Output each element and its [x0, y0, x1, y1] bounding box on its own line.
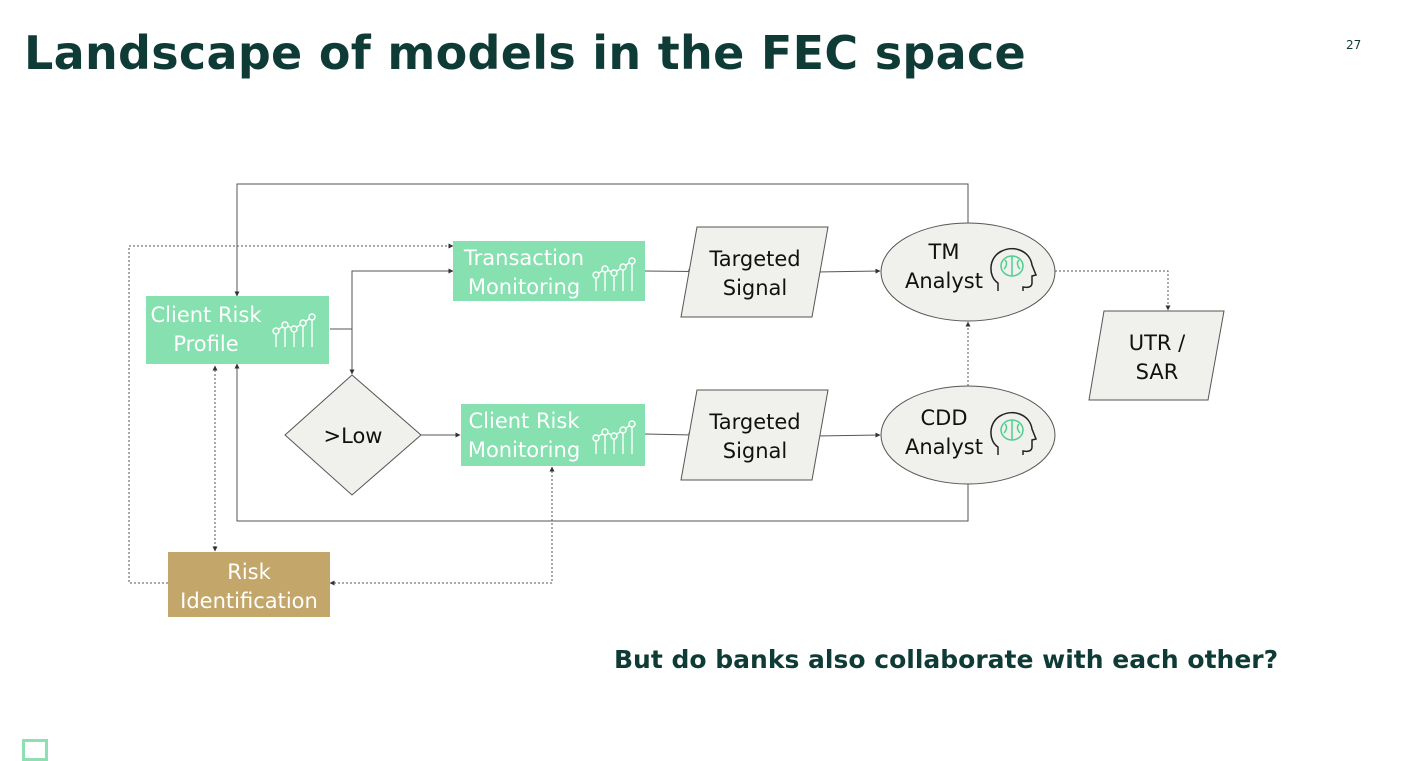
page-number: 27 — [1346, 38, 1362, 52]
feedback-loop-top — [234, 183, 969, 297]
cdd-analyst-line1: CDD — [920, 406, 967, 430]
decision-diamond: >Low — [284, 374, 422, 496]
utr-sar-line1: UTR / — [1129, 331, 1186, 355]
utr-sar-line2: SAR — [1136, 360, 1179, 384]
transaction-monitoring-box: Transaction Monitoring — [453, 241, 645, 301]
signal-to-cdd-analyst-line — [815, 432, 881, 438]
decision-label: >Low — [324, 424, 383, 448]
tm-analyst-line1: TM — [928, 240, 960, 264]
risk-identification-box: Risk Identification — [168, 552, 330, 617]
tm-analyst-to-utr-line — [1055, 270, 1171, 311]
feedback-loop-bottom — [234, 363, 969, 522]
connectors — [234, 183, 969, 522]
crm-risk-id-link — [329, 466, 555, 586]
tm-analyst-node: TM Analyst — [880, 222, 1056, 322]
corner-logo-mark — [22, 739, 48, 761]
closing-question: But do banks also collaborate with each … — [614, 645, 1279, 674]
risk-id-line2: Identification — [180, 589, 318, 613]
dotted-connectors — [128, 243, 1171, 586]
signal-tm-line2: Signal — [723, 276, 788, 300]
signal-tm-line1: Targeted — [708, 247, 800, 271]
targeted-signal-tm: Targeted Signal — [680, 226, 829, 318]
crp-label-line1: Client Risk — [151, 303, 263, 327]
cdd-analyst-line2: Analyst — [905, 435, 983, 459]
signal-to-tm-analyst-line — [815, 268, 881, 274]
client-risk-monitoring-box: Client Risk Monitoring — [461, 404, 645, 466]
tm-label-line2: Monitoring — [468, 275, 580, 299]
page-title: Landscape of models in the FEC space — [24, 26, 1027, 80]
tm-analyst-line2: Analyst — [905, 269, 983, 293]
risk-id-to-tm-line — [128, 243, 454, 584]
signal-cdd-line2: Signal — [723, 439, 788, 463]
tm-label-line1: Transaction — [463, 246, 584, 270]
utr-sar-node: UTR / SAR — [1088, 310, 1225, 401]
cdd-analyst-node: CDD Analyst — [880, 385, 1056, 485]
crm-label-line2: Monitoring — [468, 438, 580, 462]
crm-label-line1: Client Risk — [469, 409, 581, 433]
tm-to-signal-line — [644, 268, 694, 274]
risk-id-line1: Risk — [227, 560, 271, 584]
crm-to-signal-line — [644, 432, 694, 438]
client-risk-profile-box: Client Risk Profile — [146, 296, 329, 364]
crp-label-line2: Profile — [173, 332, 238, 356]
targeted-signal-cdd: Targeted Signal — [680, 389, 829, 481]
signal-cdd-line1: Targeted — [708, 410, 800, 434]
crp-to-tm-line — [351, 268, 454, 329]
